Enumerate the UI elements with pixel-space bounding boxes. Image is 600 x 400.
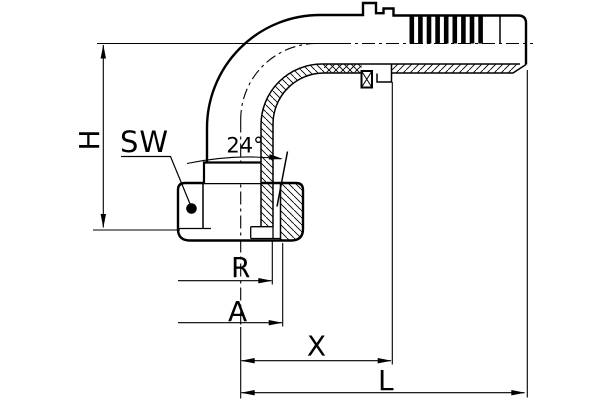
nipple-wall-hatch-right [391,64,517,73]
serration-rib [469,16,475,44]
bore-edge-line [260,63,520,227]
sealing-cone-line [276,151,289,207]
sw-leader [121,155,197,214]
serration-rib [435,16,440,44]
dimension-x [240,82,393,365]
hex-nut [176,181,305,242]
swivel-collar [202,161,261,183]
outer-profile [205,1,528,163]
collar-fill [204,162,261,183]
elbow-body [205,1,528,240]
r-arrow [258,278,273,284]
cone-angle-label: 24° [226,134,263,158]
inner-bend-wall-hatch [261,64,362,227]
sw-leader-dot [186,203,197,214]
l-arrow-right [511,390,526,396]
x-arrow-right [377,358,392,364]
serration-rib [452,16,458,44]
a-arrow [268,320,283,326]
serration-rib [409,16,415,44]
hose-nipple-serrations [409,16,483,44]
serration-rib [426,16,432,44]
elbow-section-hatch [261,64,517,227]
nut-outline [176,181,305,242]
dimension-h [93,42,338,231]
bend-centerline-arc [240,42,318,120]
cone-mouth-lines [250,226,281,240]
dimension-a [178,243,284,327]
skirt-step-outline [376,64,393,83]
a-label: A [228,295,247,328]
cone-angle-arrow [268,154,283,160]
h-label: H [73,129,106,150]
dimension-l [240,70,528,398]
h-arrow-down [100,214,107,228]
serration-rib [443,16,449,44]
h-arrow-up [100,44,107,59]
dimension-r [178,241,273,285]
wall-outer-edge-right [391,63,527,74]
l-arrow-left [240,390,255,396]
serration-rib [418,16,423,44]
wall-outer-edge-line [272,72,362,227]
x-label: X [307,330,326,363]
serration-rib [478,16,483,44]
sw-label: SW [120,125,169,159]
serration-rib [461,16,466,44]
sw-leader-line [121,155,193,208]
nipple-wall-hatch-left [323,64,362,73]
collar-outline [202,161,261,183]
cone-angle-dim [186,154,283,165]
nut-section-hatch [280,183,303,241]
o-ring-cross [361,70,373,88]
x-arrow-left [240,358,255,364]
l-label: L [378,364,394,397]
o-ring-seal [360,70,373,89]
r-label: R [231,251,250,284]
